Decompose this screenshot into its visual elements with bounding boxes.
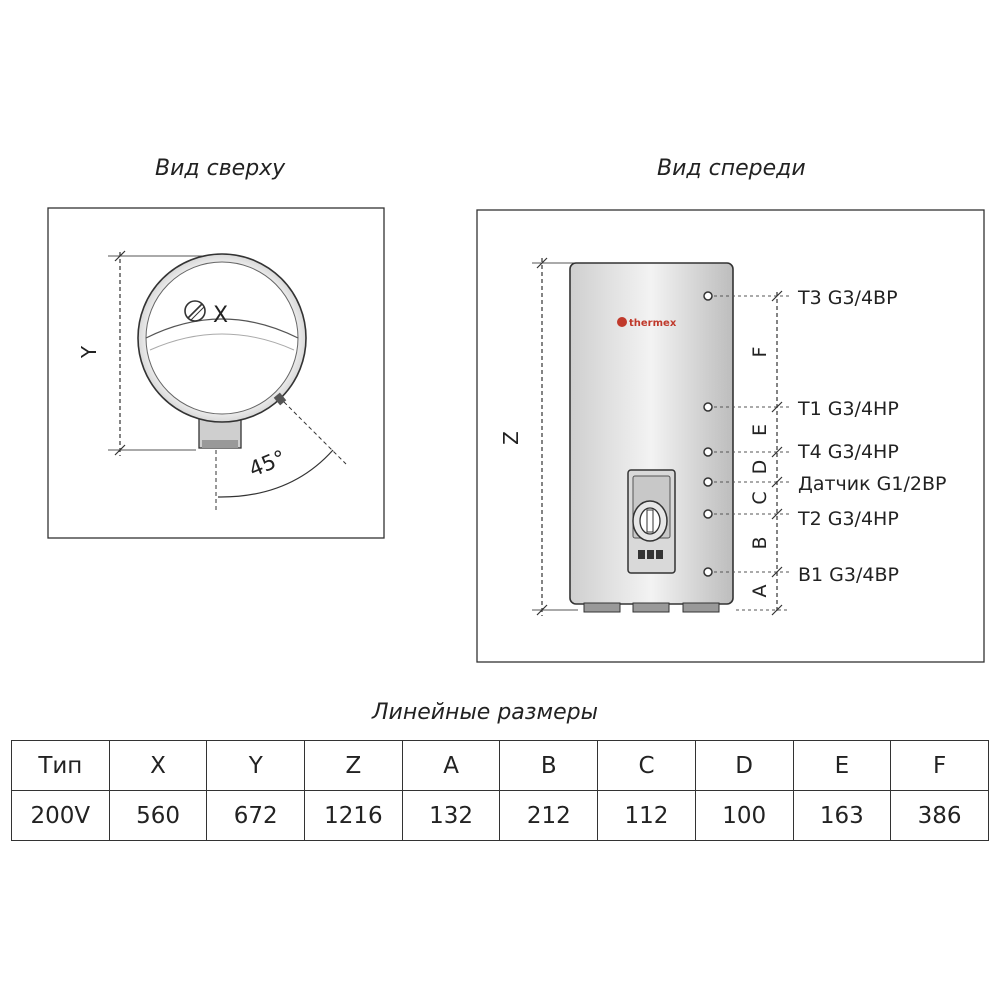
table-header-cell: B bbox=[499, 740, 599, 791]
indicator-light bbox=[638, 550, 645, 559]
angle-label: 45° bbox=[246, 445, 290, 481]
brand-logo: thermex bbox=[617, 317, 677, 329]
front-view-title: Вид спереди bbox=[657, 156, 806, 181]
connection-label-t3: T3 G3/4BP bbox=[797, 287, 898, 309]
indicator-light bbox=[647, 550, 654, 559]
table-cell: 1216 bbox=[304, 790, 403, 841]
connection-label-t1: T1 G3/4HP bbox=[797, 398, 899, 420]
table-header-cell: Y bbox=[206, 740, 306, 791]
dim-label-z: Z bbox=[499, 431, 523, 445]
table-cell: 132 bbox=[401, 790, 501, 841]
table-header-cell: F bbox=[890, 740, 989, 791]
dim-letter-c: C bbox=[749, 491, 771, 504]
connection-markers bbox=[703, 291, 713, 577]
table-row: 200V 560 672 1216 132 212 112 100 163 38… bbox=[11, 790, 989, 841]
connection-label-t4: T4 G3/4HP bbox=[797, 441, 899, 463]
connection-port-t1 bbox=[703, 402, 713, 412]
table-cell: 200V bbox=[11, 790, 110, 841]
top-view-frame bbox=[47, 207, 385, 539]
connection-port-t3 bbox=[703, 291, 713, 301]
connection-port-t4 bbox=[703, 447, 713, 457]
dim-letter-f: F bbox=[749, 347, 771, 358]
dim-letter-e: E bbox=[749, 424, 771, 436]
table-cell: 100 bbox=[694, 790, 794, 841]
dim-letter-b: B bbox=[749, 536, 771, 549]
connection-port-b1 bbox=[703, 567, 713, 577]
connection-label-b1: B1 G3/4BP bbox=[798, 564, 899, 586]
connection-label-t2: T2 G3/4HP bbox=[797, 508, 899, 530]
brand-text: thermex bbox=[629, 318, 677, 329]
table-cell: 672 bbox=[206, 790, 306, 841]
control-panel bbox=[627, 469, 676, 574]
table-cell: 560 bbox=[108, 790, 208, 841]
table-header-cell: Z bbox=[304, 740, 403, 791]
table-header-cell: A bbox=[401, 740, 501, 791]
top-view-diagram: Y X 45° bbox=[47, 207, 385, 539]
table-cell: 163 bbox=[792, 790, 892, 841]
dim-label-y: Y bbox=[77, 345, 101, 359]
table-header-cell: D bbox=[694, 740, 794, 791]
dim-label-x: X bbox=[213, 303, 228, 328]
table-title: Линейные размеры bbox=[372, 700, 598, 725]
dim-letter-d: D bbox=[749, 460, 771, 475]
top-view-title: Вид сверху bbox=[155, 156, 286, 181]
table-cell: 212 bbox=[499, 790, 599, 841]
front-view-frame bbox=[476, 209, 985, 663]
table-header-cell: Тип bbox=[11, 740, 110, 791]
table-header-cell: X bbox=[108, 740, 208, 791]
table-cell: 386 bbox=[890, 790, 989, 841]
connection-port-sensor bbox=[703, 477, 713, 487]
indicator-light bbox=[656, 550, 663, 559]
connection-port-t2 bbox=[703, 509, 713, 519]
dimensions-table: Тип X Y Z A B C D E F 200V 560 672 1216 … bbox=[11, 740, 989, 841]
table-cell: 112 bbox=[597, 790, 696, 841]
table-header-cell: E bbox=[792, 740, 892, 791]
side-connector bbox=[273, 392, 287, 406]
table-header-row: Тип X Y Z A B C D E F bbox=[11, 740, 989, 791]
top-valve-icon bbox=[184, 300, 206, 322]
dim-letter-a: A bbox=[749, 585, 771, 598]
front-view-diagram: Z thermex bbox=[476, 209, 985, 663]
table-header-cell: C bbox=[597, 740, 696, 791]
connection-label-sensor: Датчик G1/2BP bbox=[798, 473, 946, 495]
